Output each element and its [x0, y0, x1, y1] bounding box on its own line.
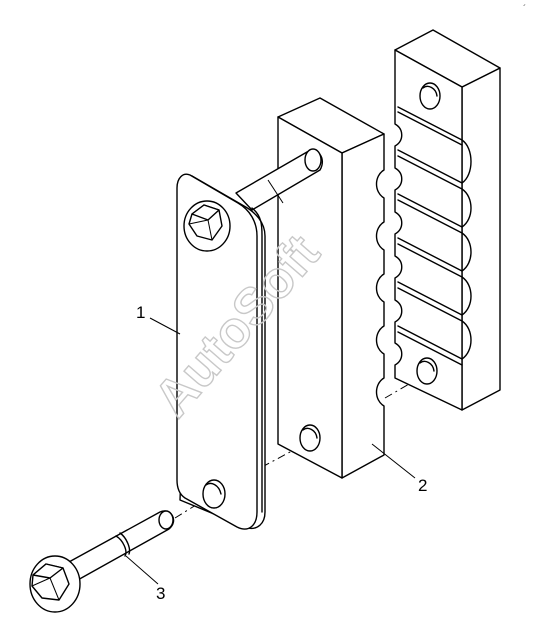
separate-bolt	[29, 510, 175, 613]
flat-plate	[176, 173, 266, 530]
rectangular-block	[277, 97, 385, 479]
corner-mark: ´	[523, 3, 526, 15]
leader-lines	[125, 317, 416, 585]
callout-3: 3	[156, 584, 165, 603]
callout-2: 2	[418, 476, 427, 495]
callout-1: 1	[136, 303, 145, 322]
threaded-rod	[235, 148, 324, 211]
plate-bolt-head	[183, 200, 231, 252]
grooved-clamp-block	[394, 29, 501, 411]
